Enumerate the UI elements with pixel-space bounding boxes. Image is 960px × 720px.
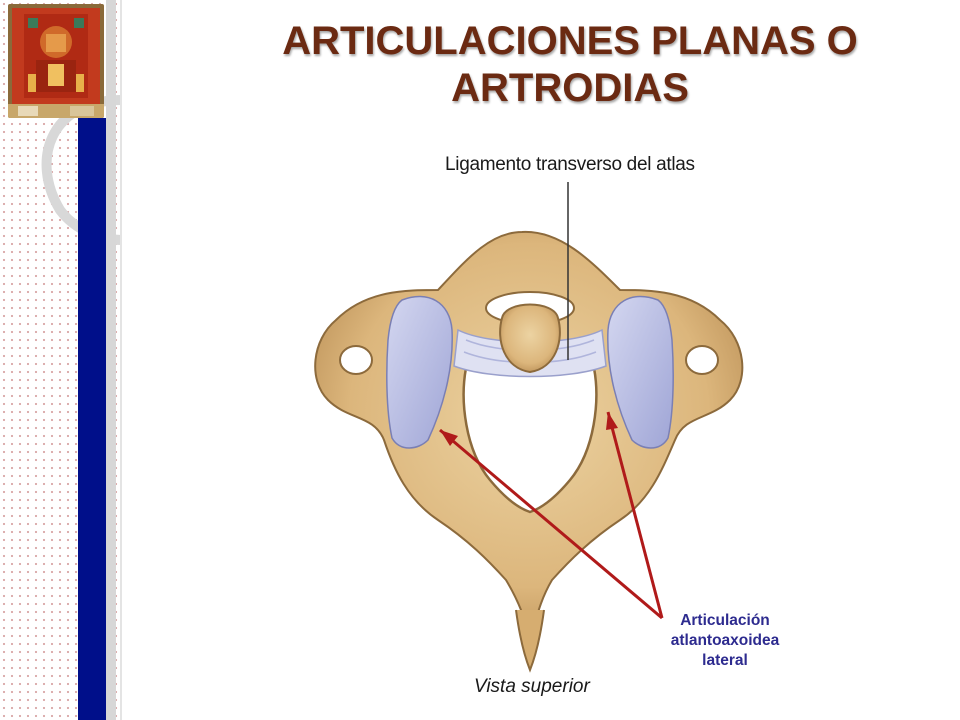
joint-label-line-3: lateral bbox=[702, 652, 748, 669]
articular-cartilage-left bbox=[386, 295, 453, 449]
articular-cartilage-right bbox=[607, 295, 674, 449]
ligament-label: Ligamento transverso del atlas bbox=[445, 154, 695, 175]
arrow-line-left bbox=[439, 428, 663, 620]
title-line-2: ARTRODIAS bbox=[451, 66, 689, 110]
joint-label: Articulación atlantoaxoidea lateral bbox=[650, 611, 800, 671]
transverse-foramen-right bbox=[685, 345, 719, 375]
institution-logo-icon bbox=[8, 4, 104, 118]
slide-title: ARTICULACIONES PLANAS O ARTRODIAS bbox=[190, 18, 950, 112]
dens bbox=[499, 303, 561, 374]
title-line-1: ARTICULACIONES PLANAS O bbox=[282, 19, 858, 63]
arrow-head-left bbox=[440, 430, 458, 446]
navy-stripe bbox=[78, 118, 106, 720]
arrow-head-right bbox=[606, 412, 618, 430]
arrow-line-right bbox=[606, 411, 664, 619]
view-label: Vista superior bbox=[474, 676, 590, 697]
joint-label-line-1: Articulación bbox=[680, 612, 770, 629]
transverse-foramen-left bbox=[339, 345, 373, 375]
atlas-vertebra-illustration bbox=[314, 182, 744, 673]
gray-stripe bbox=[106, 0, 116, 720]
joint-label-line-2: atlantoaxoidea bbox=[670, 632, 780, 649]
left-decoration bbox=[0, 0, 122, 720]
gray-line bbox=[120, 0, 122, 720]
